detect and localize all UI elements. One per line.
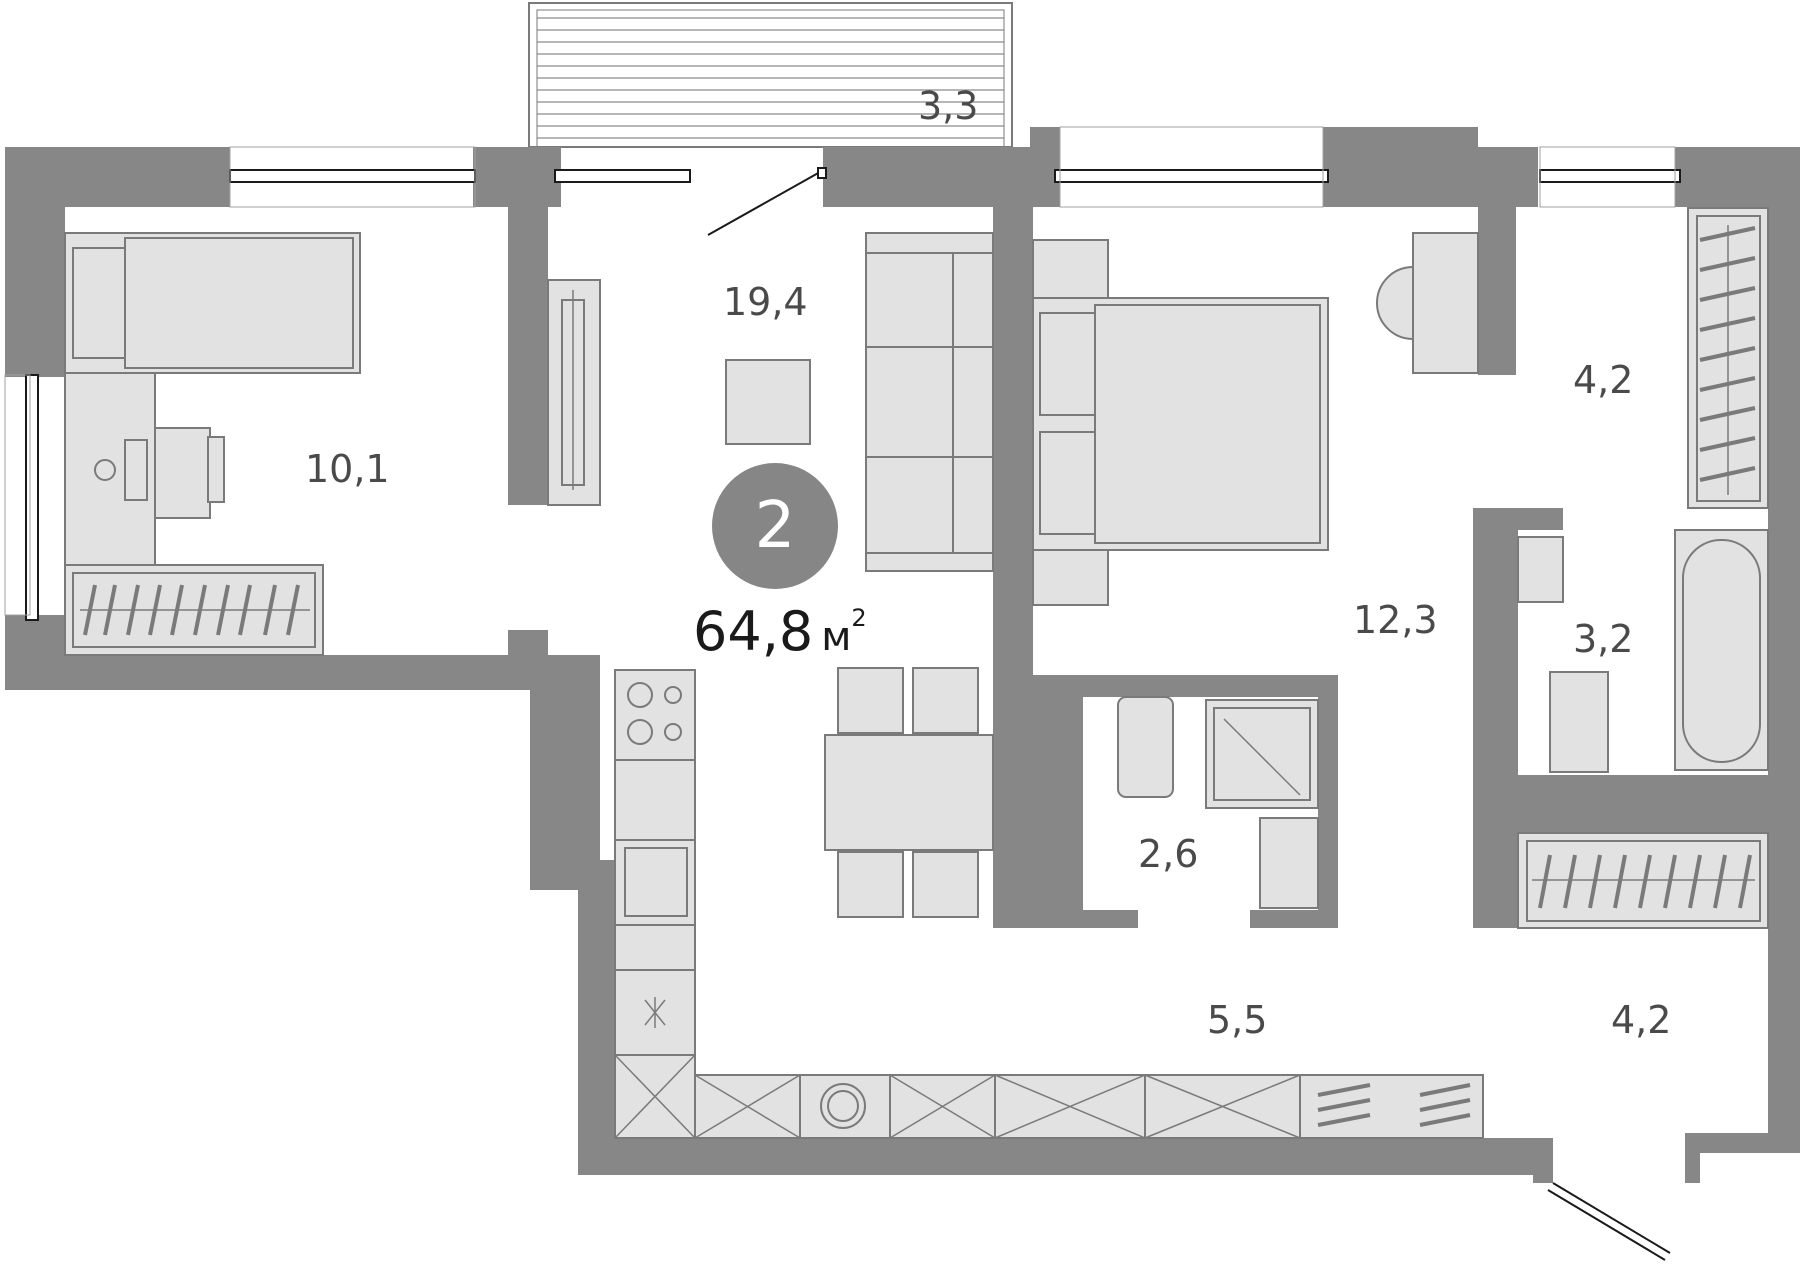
window-frames bbox=[4, 126, 1676, 616]
walls bbox=[5, 127, 1800, 1183]
balcony bbox=[528, 2, 1013, 148]
total-area-value: 64,8 bbox=[693, 600, 814, 663]
area-label-toilet: 2,6 bbox=[1138, 832, 1199, 876]
windows bbox=[25, 169, 1681, 621]
balcony-door bbox=[707, 167, 827, 236]
wardrobe-hangers bbox=[83, 226, 1756, 1127]
furniture-details bbox=[80, 225, 1755, 1139]
room-count-badge: 2 bbox=[712, 463, 838, 589]
entrance-door bbox=[1547, 1182, 1671, 1261]
area-label-balcony: 3,3 bbox=[918, 84, 979, 128]
area-label-hallway: 4,2 bbox=[1611, 998, 1672, 1042]
total-area-unit: м bbox=[821, 614, 852, 660]
area-label-kitchen-hall: 5,5 bbox=[1207, 998, 1268, 1042]
area-label-bathroom: 3,2 bbox=[1573, 617, 1634, 661]
area-label-bedroom-right: 12,3 bbox=[1353, 598, 1438, 642]
total-area-unit-power: 2 bbox=[851, 604, 867, 632]
area-label-wardrobe: 4,2 bbox=[1573, 358, 1634, 402]
area-label-bedroom-left: 10,1 bbox=[305, 447, 390, 491]
area-label-living: 19,4 bbox=[723, 280, 808, 324]
